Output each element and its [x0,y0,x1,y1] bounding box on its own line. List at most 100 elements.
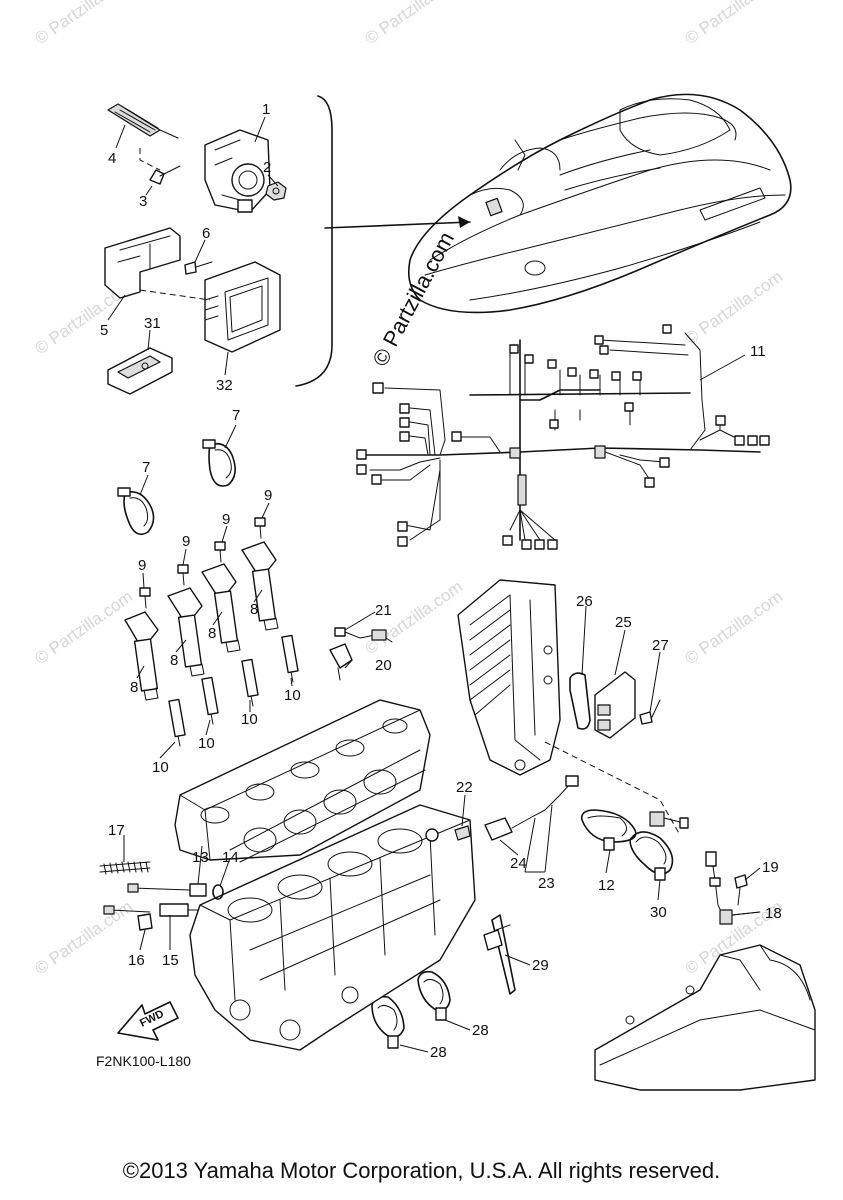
sensor-connector [649,811,689,829]
callout-29: 29 [532,957,549,974]
throttle-ecu-group [104,95,471,395]
sensor-part-13 [127,883,207,897]
gasket-part-26 [569,672,591,730]
callout-9: 9 [138,557,146,574]
fwd-arrow-icon: FWD [117,1001,179,1041]
callout-9: 9 [182,533,190,550]
bolt-part-9 [177,564,189,586]
electrical-box-housing [457,579,561,776]
callout-26: 26 [576,593,593,610]
callout-3: 3 [139,193,147,210]
callout-leaders [107,116,761,1053]
clamp-part-28 [371,995,405,1049]
copyright-notice: ©2013 Yamaha Motor Corporation, U.S.A. A… [122,1158,721,1183]
callout-9: 9 [222,511,230,528]
ignition-coil-part-8 [201,563,241,653]
bolt-part-27 [639,699,661,725]
watermark: © Partzilla.com [681,587,786,668]
diagram-code: F2NK100-L180 [96,1053,191,1069]
callout-14: 14 [222,849,239,866]
exhaust-manifold [594,944,816,1091]
bolt-part-6 [184,261,213,275]
dashed-leader [544,741,681,836]
callout-10: 10 [198,735,215,752]
watermark: © Partzilla.com [31,0,136,48]
callout-21: 21 [375,602,392,619]
spark-plug-part-10 [201,676,219,725]
sensor-part-4 [107,103,179,139]
callout-6: 6 [202,225,210,242]
callout-7: 7 [142,459,150,476]
sensor-part-15 [103,903,199,917]
callout-25: 25 [615,614,632,631]
washer-part-14 [212,884,224,900]
callout-1: 1 [262,101,270,118]
callout-23: 23 [538,875,555,892]
watermark: © Partzilla.com [681,0,786,48]
callout-10: 10 [241,711,258,728]
watercraft-illustration: © Partzilla.com [367,93,792,371]
clamp-part-7 [202,439,236,487]
callout-9: 9 [264,487,272,504]
clip-part-16 [137,913,153,931]
screw-part-3 [149,165,181,185]
throttle-body-part-1 [204,129,271,213]
location-leader [324,221,471,229]
sensor-part-24 [454,775,579,841]
callout-8: 8 [250,601,258,618]
callout-27: 27 [652,637,669,654]
spring-part-17 [99,861,151,875]
callout-19: 19 [762,859,779,876]
clamp-part-29 [483,914,516,995]
clamp-part-12 [580,809,637,851]
group-bracket [295,95,333,387]
bolt-part-9 [254,517,266,539]
callout-8: 8 [130,679,138,696]
bolt-part-19 [734,874,748,906]
spark-plug-part-10 [241,658,259,707]
sensor-part-20 [329,643,353,681]
callout-10: 10 [284,687,301,704]
engine-block [189,804,476,1051]
callout-13: 13 [192,849,209,866]
ecu-part-32 [204,261,281,353]
bolt-part-9 [214,541,226,563]
callout-8: 8 [208,625,216,642]
ignition-coil-part-8 [241,541,279,631]
partzilla-watermark: © Partzilla.com [367,228,459,371]
clamp-part-30 [629,831,674,881]
callout-15: 15 [162,952,179,969]
watermark: © Partzilla.com [361,0,466,48]
callout-labels: 1 2 3 4 6 5 31 32 11 7 7 9 9 9 9 8 8 8 8… [100,101,782,1061]
ignition-coil-part-8 [124,611,159,701]
engine-cylinder-head [174,699,431,863]
location-arrow [458,216,470,228]
callout-17: 17 [108,822,125,839]
callout-16: 16 [128,952,145,969]
callout-28: 28 [472,1022,489,1039]
dashed-leader [139,148,161,171]
nut-part-2 [265,181,287,201]
remote-part-31 [107,347,173,395]
module-part-25 [594,671,636,739]
bolt-part-9 [139,587,151,609]
callout-5: 5 [100,322,108,339]
watermark: © Partzilla.com [31,897,136,978]
callout-22: 22 [456,779,473,796]
ignition-coil-part-8 [167,587,205,677]
watermark: © Partzilla.com [31,587,136,668]
watermark: © Partzilla.com [681,267,786,348]
spark-plug-part-10 [281,634,299,683]
bolt-part-21 [334,627,393,643]
callout-28: 28 [430,1044,447,1061]
callout-20: 20 [375,657,392,674]
bracket-part-5 [104,227,181,299]
dashed-leader [139,289,211,301]
clamp-part-28 [417,970,451,1021]
callout-2: 2 [263,159,271,176]
callout-8: 8 [170,652,178,669]
callout-10: 10 [152,759,169,776]
callout-24: 24 [510,855,527,872]
callout-18: 18 [765,905,782,922]
